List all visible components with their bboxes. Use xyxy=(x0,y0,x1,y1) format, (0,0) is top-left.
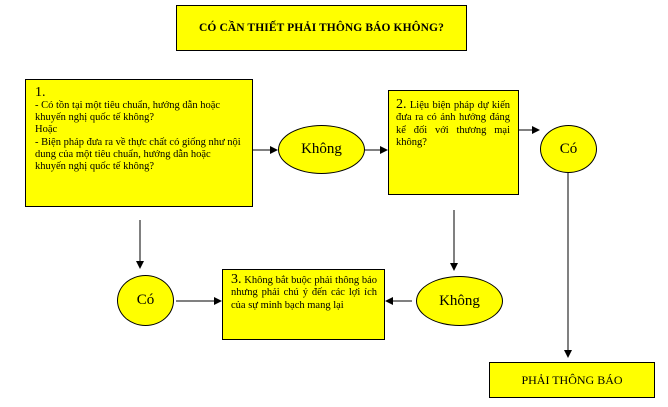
question-2-text: Liệu biện pháp dự kiến đưa ra có ảnh hưở… xyxy=(396,100,511,149)
diagram-title-text: CÓ CẦN THIẾT PHẢI THÔNG BÁO KHÔNG? xyxy=(199,22,444,34)
answer-no-label-top: Không xyxy=(301,141,342,157)
answer-no-ellipse-bottom: Không xyxy=(416,276,503,326)
result-box: PHẢI THÔNG BÁO xyxy=(489,362,655,398)
answer-yes-label-left: Có xyxy=(136,292,155,308)
question-box-1: 1. - Có tồn tại một tiêu chuẩn, hướng dẫ… xyxy=(25,79,253,207)
question-1-line-1: - Có tồn tại một tiêu chuẩn, hướng dẫn h… xyxy=(35,100,221,124)
question-1-line-3: - Biện pháp đưa ra về thực chất có giống… xyxy=(35,136,241,173)
question-1-number: 1. xyxy=(35,85,46,100)
outcome-3-number: 3. xyxy=(231,272,242,287)
answer-yes-ellipse-right: Có xyxy=(540,125,597,173)
diagram-title: CÓ CẦN THIẾT PHẢI THÔNG BÁO KHÔNG? xyxy=(176,5,467,51)
question-1-line-2: Hoặc xyxy=(35,124,58,136)
outcome-3-text: Không bắt buộc phải thông báo nhưng phải… xyxy=(231,275,378,311)
answer-no-ellipse-top: Không xyxy=(278,125,365,174)
answer-yes-ellipse-left: Có xyxy=(117,275,174,326)
question-box-2: 2. Liệu biện pháp dự kiến đưa ra có ảnh … xyxy=(388,90,519,195)
outcome-box-3: 3. Không bắt buộc phải thông báo nhưng p… xyxy=(222,269,385,340)
question-2-number: 2. xyxy=(396,97,407,112)
result-text: PHẢI THÔNG BÁO xyxy=(521,372,623,387)
answer-yes-label-right: Có xyxy=(559,140,578,157)
answer-no-label-bottom: Không xyxy=(439,292,480,309)
